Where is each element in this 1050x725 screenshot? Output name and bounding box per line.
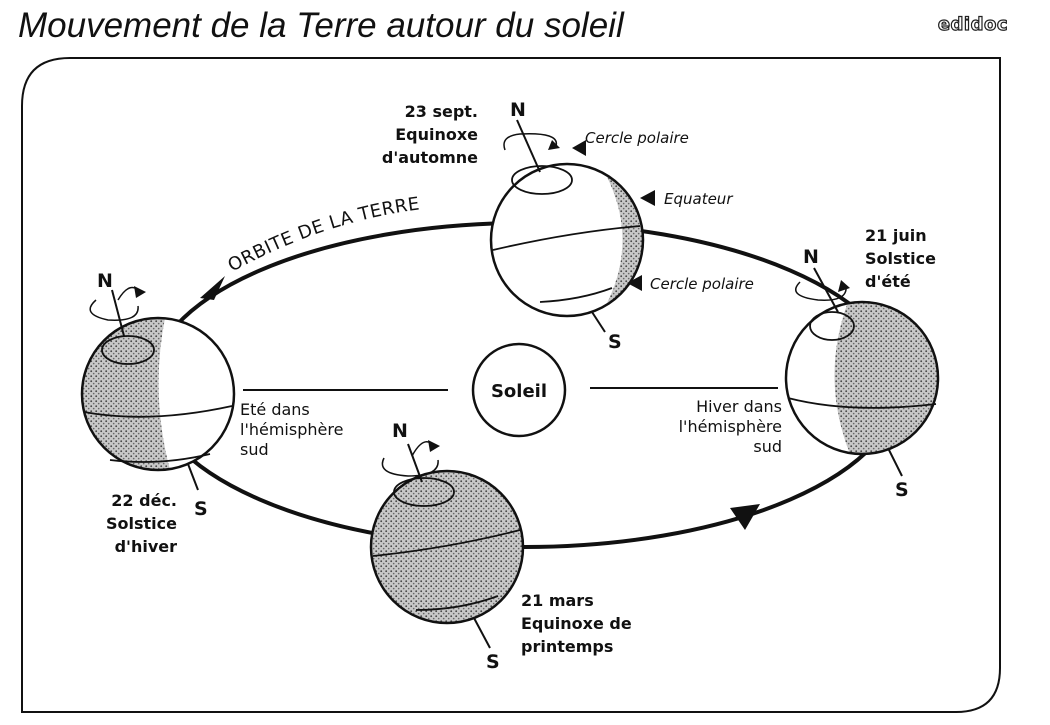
summer-south-note-1: Eté dans bbox=[240, 400, 310, 419]
equator-label: Equateur bbox=[664, 190, 733, 208]
polar-circle-arrow-bottom bbox=[627, 275, 642, 291]
earth-autumn bbox=[489, 119, 645, 333]
spring-season: printemps bbox=[521, 637, 613, 656]
winter-south-label: S bbox=[194, 498, 208, 520]
earth-summer bbox=[784, 267, 940, 477]
summer-event: Solstice bbox=[865, 249, 936, 268]
edidoc-logo: edidoc bbox=[937, 13, 1008, 35]
summer-date: 21 juin bbox=[865, 226, 927, 245]
summer-south-note-2: l'hémisphère bbox=[240, 420, 343, 439]
summer-south-note-3: sud bbox=[240, 440, 269, 459]
autumn-season: d'automne bbox=[382, 148, 478, 167]
winter-south-note-1: Hiver dans bbox=[696, 397, 782, 416]
winter-south-note-2: l'hémisphère bbox=[679, 417, 782, 436]
summer-north-label: N bbox=[803, 246, 819, 268]
orbit-arrow-left bbox=[200, 276, 225, 300]
spring-north-label: N bbox=[392, 420, 408, 442]
winter-north-label: N bbox=[97, 270, 113, 292]
spring-date: 21 mars bbox=[521, 591, 594, 610]
diagram-frame bbox=[21, 57, 1001, 713]
winter-season: d'hiver bbox=[115, 537, 178, 556]
sun-label: Soleil bbox=[491, 381, 547, 402]
winter-south-note-3: sud bbox=[753, 437, 782, 456]
autumn-event: Equinoxe bbox=[395, 125, 478, 144]
polar-circle-label-top: Cercle polaire bbox=[585, 129, 689, 147]
orbit-arrow-right bbox=[730, 504, 760, 530]
earth-winter bbox=[80, 286, 236, 491]
summer-season: d'été bbox=[865, 272, 911, 291]
page-title: Mouvement de la Terre autour du soleil bbox=[18, 6, 624, 45]
spring-event: Equinoxe de bbox=[521, 614, 632, 633]
sun bbox=[471, 342, 567, 438]
equator-arrow bbox=[640, 190, 655, 206]
autumn-south-label: S bbox=[608, 331, 622, 353]
polar-circle-arrow-top bbox=[572, 140, 586, 156]
winter-event: Solstice bbox=[106, 514, 177, 533]
earth-spring bbox=[369, 440, 525, 649]
spring-south-label: S bbox=[486, 651, 500, 673]
autumn-date: 23 sept. bbox=[405, 102, 478, 121]
winter-date: 22 déc. bbox=[111, 491, 177, 510]
autumn-north-label: N bbox=[510, 99, 526, 121]
polar-circle-label-bottom: Cercle polaire bbox=[650, 275, 754, 293]
summer-south-label: S bbox=[895, 479, 909, 501]
